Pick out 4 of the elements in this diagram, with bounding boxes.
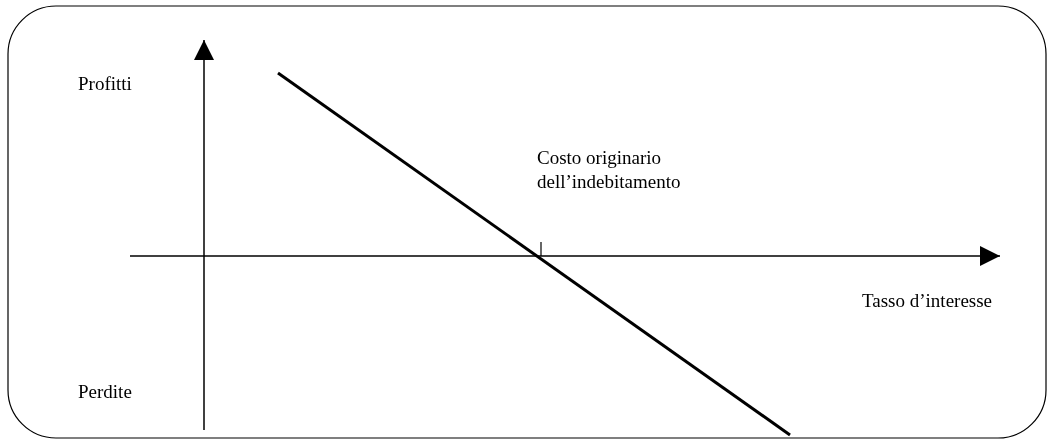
axis-label: Tasso d’interesse (862, 289, 994, 313)
point-label: Costo originario dell’indebitamento (537, 146, 682, 194)
axis-label: Profitti (78, 72, 133, 96)
axis-label: Perdite (78, 380, 133, 404)
